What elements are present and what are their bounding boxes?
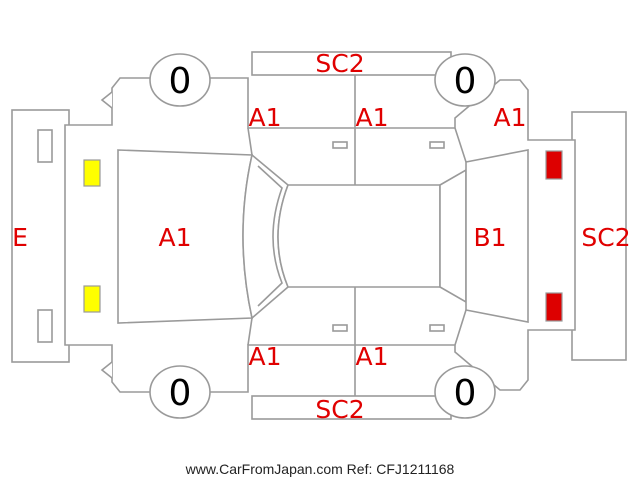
label-roof-top: SC2 (315, 49, 364, 78)
front-bumper-slot-bottom (37, 309, 53, 343)
label-roof-bottom: SC2 (315, 395, 364, 424)
label-front-door-bottom: A1 (248, 342, 281, 371)
tire-score: 0 (454, 61, 477, 102)
tire-score: 0 (169, 61, 192, 102)
headlamp-bottom (83, 285, 101, 313)
label-tailgate: B1 (473, 223, 506, 252)
tailgate-panel (465, 149, 529, 323)
label-rear-bumper: SC2 (581, 223, 630, 252)
mirror-top (100, 91, 113, 109)
tire-front-left (149, 53, 211, 107)
label-rear-door-top: A1 (355, 103, 388, 132)
tire-rear-right (434, 365, 496, 419)
tire-rear-left (434, 53, 496, 107)
label-front-door-top: A1 (248, 103, 281, 132)
roof-panel (277, 184, 441, 288)
tire-score: 0 (454, 373, 477, 414)
front-bumper-slot-top (37, 129, 53, 163)
door-handle (429, 324, 445, 332)
tire-score: 0 (169, 373, 192, 414)
pillar-lines-bottom (247, 287, 467, 396)
pillar-lines-top (247, 75, 467, 185)
label-front-bumper: E (12, 223, 28, 252)
tire-front-right (149, 365, 211, 419)
footer-reference: www.CarFromJapan.com Ref: CFJ1211168 (185, 461, 455, 477)
mirror-bottom (100, 361, 113, 379)
door-handle (429, 141, 445, 149)
windshield-inner (257, 165, 283, 307)
rear-window (439, 168, 467, 304)
door-handle (332, 141, 348, 149)
taillamp-bottom (545, 292, 563, 322)
headlamp-top (83, 159, 101, 187)
label-hood: A1 (158, 223, 191, 252)
label-rear-quarter-top: A1 (493, 103, 526, 132)
label-rear-door-bottom: A1 (355, 342, 388, 371)
door-handle (332, 324, 348, 332)
taillamp-top (545, 150, 563, 180)
